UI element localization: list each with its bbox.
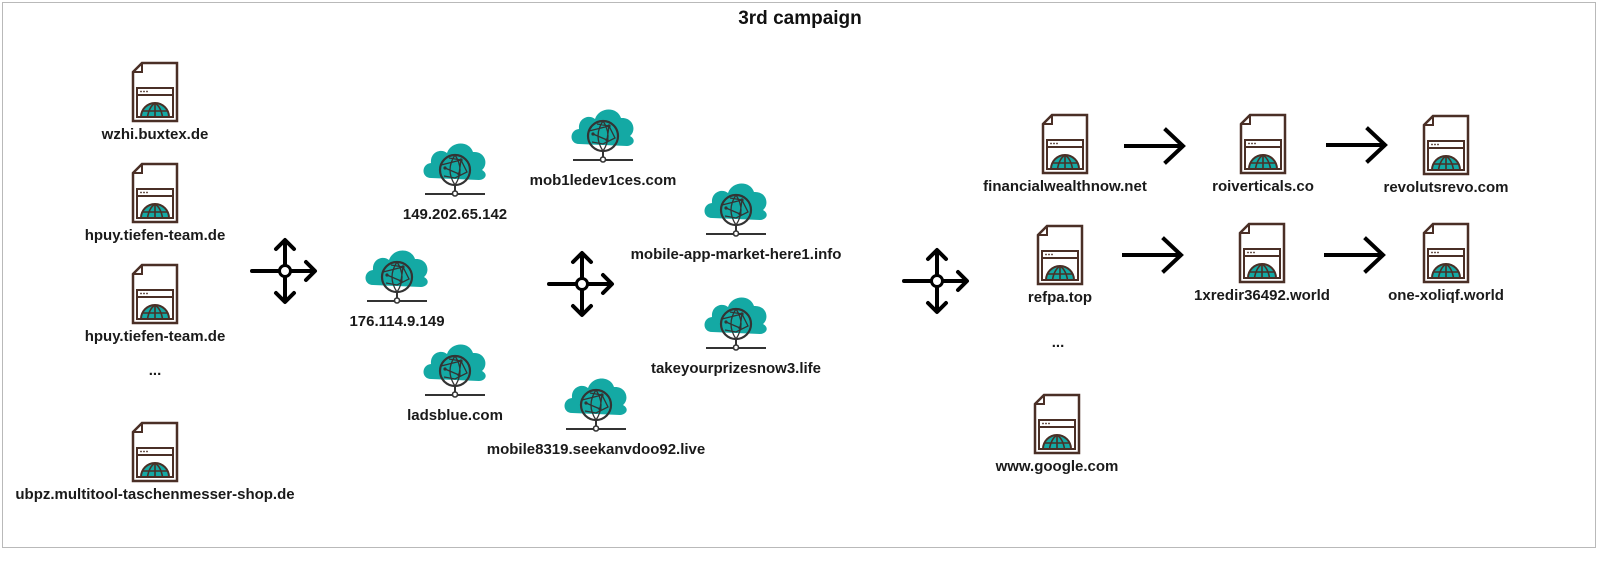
distribution-hub-icon	[547, 249, 617, 319]
landing-step-label: revolutsrevo.com	[1383, 179, 1509, 196]
intermediate-server-label: takeyourprizesnow3.life	[650, 360, 822, 377]
web-page-globe-icon	[130, 263, 180, 325]
web-page-globe-icon	[130, 61, 180, 123]
tds-server-label: ladsblue.com	[407, 407, 503, 424]
cloud-server-icon	[560, 373, 632, 437]
landing-step-label: one-xoliqf.world	[1388, 287, 1504, 304]
source-site-label: ubpz.multitool-taschenmesser-shop.de	[15, 486, 295, 503]
web-page-globe-icon	[1035, 224, 1085, 286]
landing-step-label: refpa.top	[1027, 289, 1093, 306]
web-page-globe-icon	[1421, 222, 1471, 284]
landing-fallback-label: www.google.com	[995, 458, 1119, 475]
web-page-globe-icon	[1238, 113, 1288, 175]
web-page-globe-icon	[1237, 222, 1287, 284]
right-arrow-icon	[1122, 235, 1186, 275]
cloud-server-icon	[700, 292, 772, 356]
source-site-label: hpuy.tiefen-team.de	[84, 227, 226, 244]
diagram-frame	[2, 2, 1596, 548]
web-page-globe-icon	[1421, 114, 1471, 176]
tds-server-label: 149.202.65.142	[402, 206, 508, 223]
right-arrow-icon	[1124, 126, 1188, 166]
web-page-globe-icon	[1040, 113, 1090, 175]
right-arrow-icon	[1324, 235, 1388, 275]
distribution-hub-icon	[902, 246, 972, 316]
intermediate-server-label: mobile8319.seekanvdoo92.live	[486, 441, 706, 458]
source-ellipsis: ...	[148, 362, 162, 379]
landing-step-label: financialwealthnow.net	[983, 178, 1147, 195]
source-site-label: hpuy.tiefen-team.de	[84, 328, 226, 345]
distribution-hub-icon	[250, 236, 320, 306]
intermediate-server-label: mob1ledev1ces.com	[529, 172, 677, 189]
cloud-server-icon	[567, 104, 639, 168]
landing-step-label: 1xredir36492.world	[1194, 287, 1330, 304]
landing-step-label: roiverticals.co	[1212, 178, 1314, 195]
web-page-globe-icon	[130, 162, 180, 224]
cloud-server-icon	[419, 138, 491, 202]
tds-server-label: 176.114.9.149	[349, 313, 445, 330]
cloud-server-icon	[361, 245, 433, 309]
landing-ellipsis: ...	[1051, 334, 1065, 351]
web-page-globe-icon	[130, 421, 180, 483]
intermediate-server-label: mobile-app-market-here1.info	[630, 246, 842, 263]
cloud-server-icon	[419, 339, 491, 403]
web-page-globe-icon	[1032, 393, 1082, 455]
right-arrow-icon	[1326, 125, 1390, 165]
source-site-label: wzhi.buxtex.de	[101, 126, 209, 143]
cloud-server-icon	[700, 178, 772, 242]
diagram-title: 3rd campaign	[738, 8, 862, 29]
